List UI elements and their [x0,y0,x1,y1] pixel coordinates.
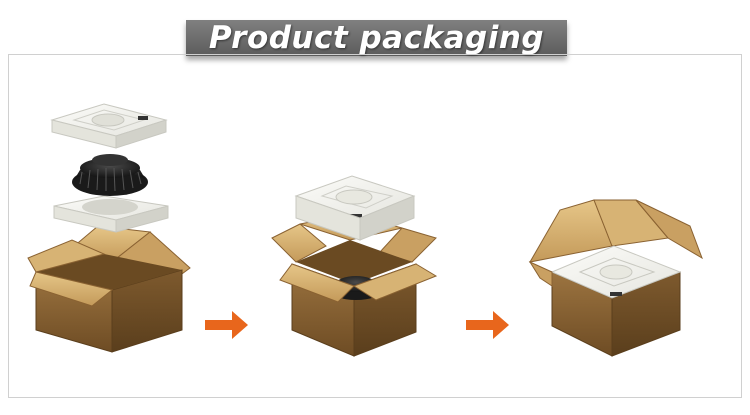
box-flap-front [29,271,114,307]
step-1-exploded [27,103,191,353]
foam-in-box-recess [578,257,656,287]
box-interior [36,254,182,290]
step-3-packed [528,199,703,357]
foam-lid-side [115,119,167,149]
box-flap-right [635,199,703,260]
page-title: Product packaging [208,20,545,56]
box-flap-front [279,263,355,303]
foam-bottom-side [115,205,169,233]
foam-lid-clip [138,116,148,120]
box-flap-side [352,263,438,301]
box-flap-left [27,239,106,273]
foam-lid-clip [350,214,362,218]
foam-in-box-hole [599,264,633,280]
content-frame [8,54,742,398]
foam-lid-side [359,195,415,241]
foam-lid-hole [335,189,373,205]
foam-lid-hole [91,113,125,127]
box-interior [296,240,412,284]
product-highbay [72,154,148,196]
arrow-right-icon [466,311,509,339]
box-flap-front [528,260,553,287]
box-flap-left [271,223,327,263]
arrow-right-icon [205,311,248,339]
step-2-inserting [271,175,438,357]
title-banner: Product packaging [186,20,567,56]
foam-bottom-hole [82,199,138,215]
foam-in-box-clip [610,292,622,296]
